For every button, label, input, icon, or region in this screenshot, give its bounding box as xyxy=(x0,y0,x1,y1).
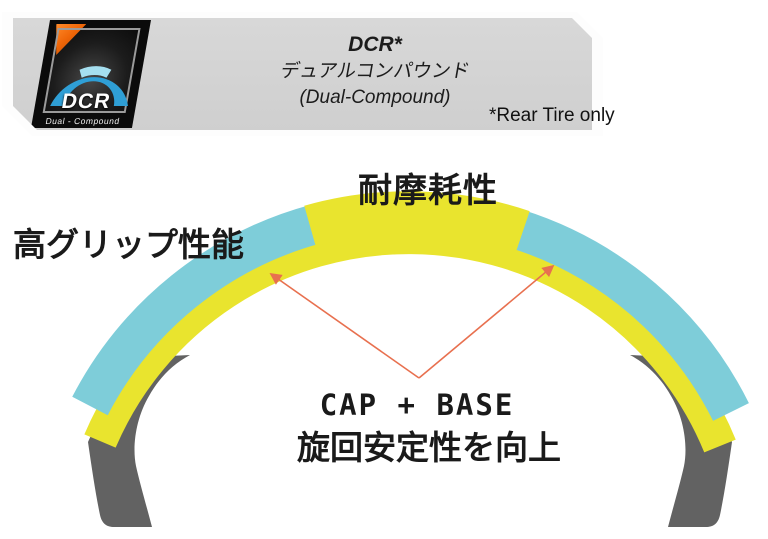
tire-arch-icon xyxy=(45,60,142,106)
label-cap-base: CAP + BASE xyxy=(319,388,515,422)
grip-compound-right xyxy=(510,209,749,422)
dcr-logo-badge: DCR Dual - Compound xyxy=(31,20,151,128)
badge-dual-compound-text: Dual - Compound xyxy=(44,116,121,126)
dcr-header-plate: DCR Dual - Compound DCR* デュアルコンパウンド (Dua… xyxy=(2,12,603,136)
label-wear-resistance: 耐摩耗性 xyxy=(358,172,498,210)
rear-tire-only-note: *Rear Tire only xyxy=(489,105,615,126)
grip-compound-left xyxy=(72,204,322,416)
label-high-grip: 高グリップ性能 xyxy=(13,226,244,263)
dcr-header-panel: DCR Dual - Compound xyxy=(13,18,592,130)
header-text-block: DCR* デュアルコンパウンド (Dual-Compound) xyxy=(155,31,595,110)
callout-arrow-right xyxy=(418,264,555,379)
badge-dcr-text: DCR xyxy=(59,90,113,113)
header-subtitle-en: (Dual-Compound) xyxy=(299,87,451,108)
label-cornering-stability: 旋回安定性を向上 xyxy=(297,429,561,466)
header-title: DCR* xyxy=(348,33,402,56)
callout-arrow-left xyxy=(269,272,420,379)
wear-compound-center xyxy=(304,191,530,251)
header-subtitle-jp: デュアルコンパウンド xyxy=(278,61,472,82)
base-compound-band xyxy=(84,220,736,453)
